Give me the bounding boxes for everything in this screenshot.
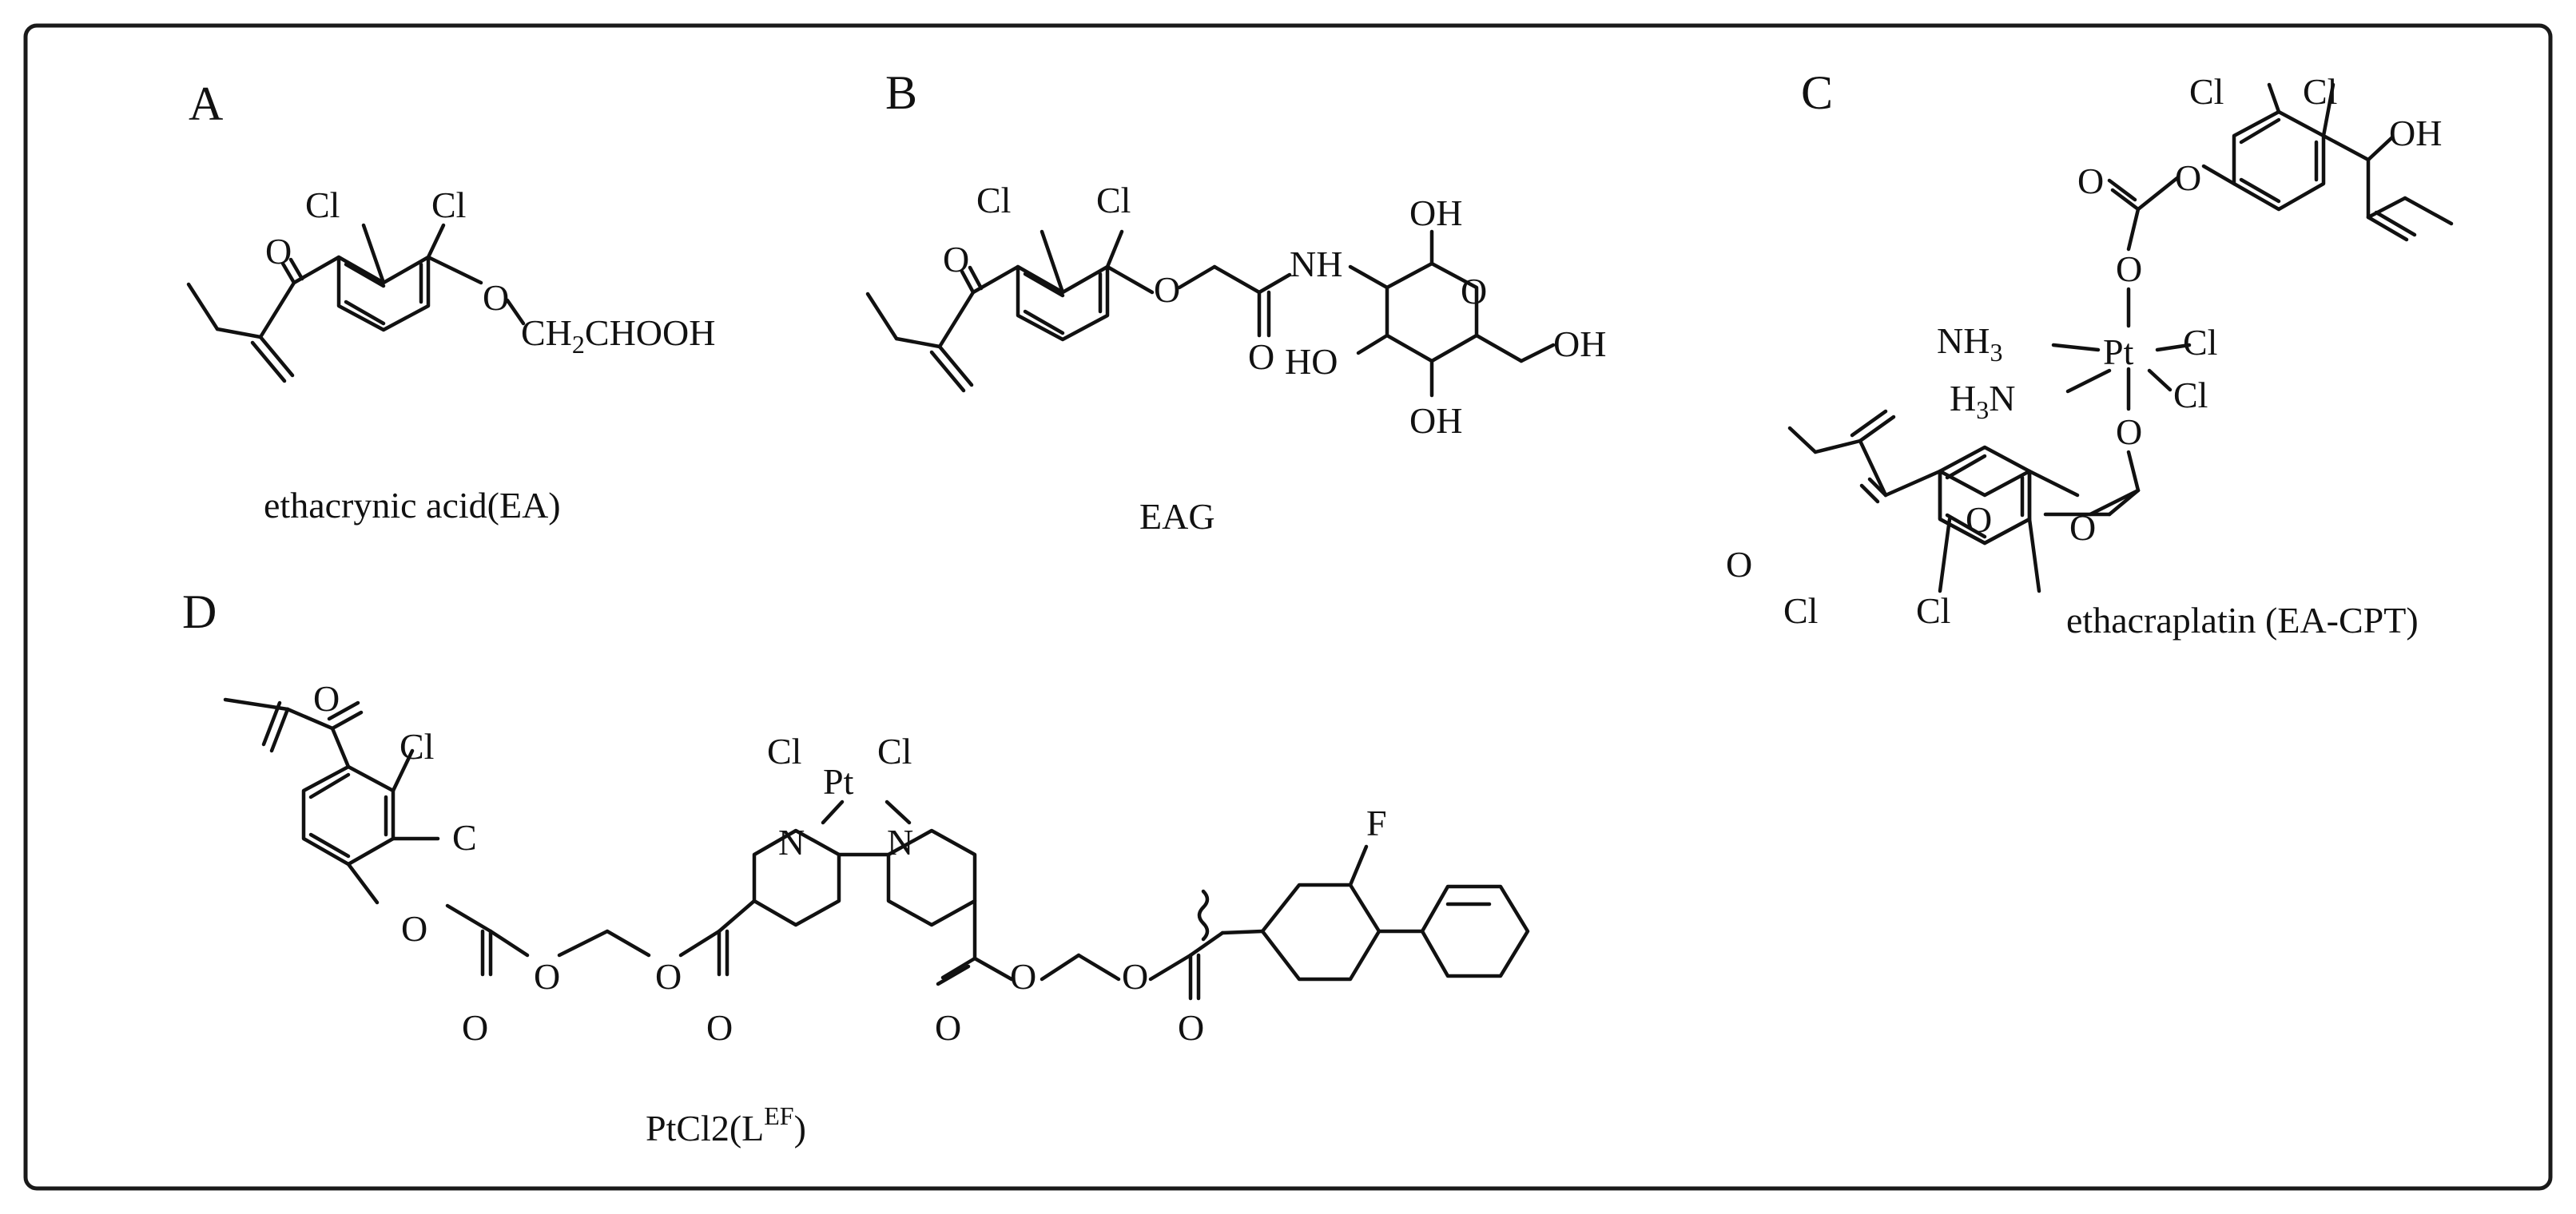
b-oh-bottom: OH bbox=[1409, 400, 1462, 441]
c-carbonyl-o-lower: O bbox=[2069, 507, 2096, 548]
b-amide-o: O bbox=[1248, 336, 1274, 377]
b-cl-right: Cl bbox=[1096, 180, 1131, 220]
b-carbonyl-o: O bbox=[943, 239, 969, 280]
panel-c-letter: C bbox=[1801, 66, 1833, 119]
a-ether-o: O bbox=[483, 277, 509, 318]
ring-d-left bbox=[301, 764, 396, 867]
d-ester-o-2: O bbox=[655, 956, 682, 997]
panel-a-caption: ethacrynic acid(EA) bbox=[264, 485, 561, 526]
c-ether-o-lower: O bbox=[1966, 499, 1992, 540]
figure-border bbox=[23, 23, 2553, 1191]
d-ester-o-3: O bbox=[1010, 956, 1036, 997]
c-pt-o-lower: O bbox=[2116, 411, 2142, 452]
phenyl-ring bbox=[1420, 884, 1530, 978]
d-cl: Cl bbox=[400, 726, 434, 767]
d-carbonyl-o-2: O bbox=[706, 1007, 733, 1048]
d-carbonyl-o-3: O bbox=[935, 1007, 961, 1048]
d-n-left: N bbox=[778, 822, 805, 863]
c-cl-lower-right: Cl bbox=[1916, 590, 1950, 631]
b-nh: NH bbox=[1290, 244, 1342, 284]
d-ester-o-4: O bbox=[1122, 956, 1148, 997]
d-f: F bbox=[1366, 803, 1387, 843]
ethacraplatin-structure: Cl Cl OH O O O Pt NH3 H3N Cl Cl O O O O … bbox=[1726, 71, 2454, 631]
fluorophenyl-ring bbox=[1260, 883, 1381, 982]
d-ether-o: O bbox=[401, 908, 427, 949]
c-pt: Pt bbox=[2103, 331, 2134, 372]
b-cl-left: Cl bbox=[976, 180, 1011, 220]
d-c: C bbox=[452, 817, 477, 858]
d-carbonyl-o: O bbox=[313, 678, 340, 719]
panel-b-caption: EAG bbox=[1139, 496, 1215, 537]
panel-d-letter: D bbox=[182, 585, 217, 638]
c-carbonyl-o-upper: O bbox=[2077, 161, 2104, 201]
c-oh: OH bbox=[2389, 113, 2442, 153]
panel-b-letter: B bbox=[885, 66, 917, 119]
c-cl-upper-right: Cl bbox=[2303, 71, 2337, 112]
panel-a-letter: A bbox=[189, 77, 223, 130]
b-ho-left: HO bbox=[1285, 341, 1338, 382]
c-pt-o-upper: O bbox=[2116, 248, 2142, 289]
d-pt-cl-right: Cl bbox=[877, 731, 912, 772]
panel-b: B bbox=[865, 66, 1606, 537]
b-ether-o: O bbox=[1154, 269, 1180, 310]
b-oh-top: OH bbox=[1409, 192, 1462, 233]
panel-d: D bbox=[182, 585, 1530, 1149]
panel-c: C bbox=[1726, 66, 2454, 641]
d-carbonyl-o-1: O bbox=[462, 1007, 488, 1048]
c-cl-lower-left: Cl bbox=[1783, 590, 1818, 631]
c-cl-upper-left: Cl bbox=[2189, 71, 2224, 112]
eag-structure: Cl Cl O O O NH O OH HO OH OH bbox=[865, 180, 1606, 441]
c-ester-o-upper: O bbox=[2175, 157, 2201, 198]
d-n-right: N bbox=[887, 822, 913, 863]
ethacrynic-acid-structure: Cl Cl O O CH2CHOOH bbox=[186, 184, 715, 383]
c-pt-cl-upper: Cl bbox=[2183, 322, 2217, 363]
a-cl-right: Cl bbox=[431, 184, 466, 225]
d-pt-cl-left: Cl bbox=[767, 731, 801, 772]
panel-c-caption: ethacraplatin (EA-CPT) bbox=[2066, 600, 2419, 641]
panel-d-caption: PtCl2(LEF) bbox=[646, 1101, 806, 1149]
panel-a: A Cl Cl O O bbox=[186, 77, 715, 526]
ptcl2-lef-structure: O Cl C O O O O O Cl Pt Cl N N O O O O F bbox=[223, 678, 1530, 1048]
ring-c-upper bbox=[2232, 109, 2326, 212]
a-carbonyl-o: O bbox=[265, 231, 292, 272]
d-ester-o-1: O bbox=[534, 956, 560, 997]
c-nh3: NH3 bbox=[1937, 320, 2002, 367]
c-pt-cl-lower: Cl bbox=[2173, 375, 2208, 415]
c-ketone-o: O bbox=[1726, 544, 1752, 585]
a-ch2chooh: CH2CHOOH bbox=[521, 312, 715, 359]
c-h3n: H3N bbox=[1950, 378, 2015, 424]
d-pt: Pt bbox=[823, 761, 854, 802]
a-cl-left: Cl bbox=[305, 184, 340, 225]
d-carbonyl-o-4: O bbox=[1178, 1007, 1204, 1048]
wavy-bond bbox=[1197, 889, 1210, 942]
b-oh-right: OH bbox=[1553, 323, 1606, 364]
b-ring-o: O bbox=[1461, 271, 1487, 311]
